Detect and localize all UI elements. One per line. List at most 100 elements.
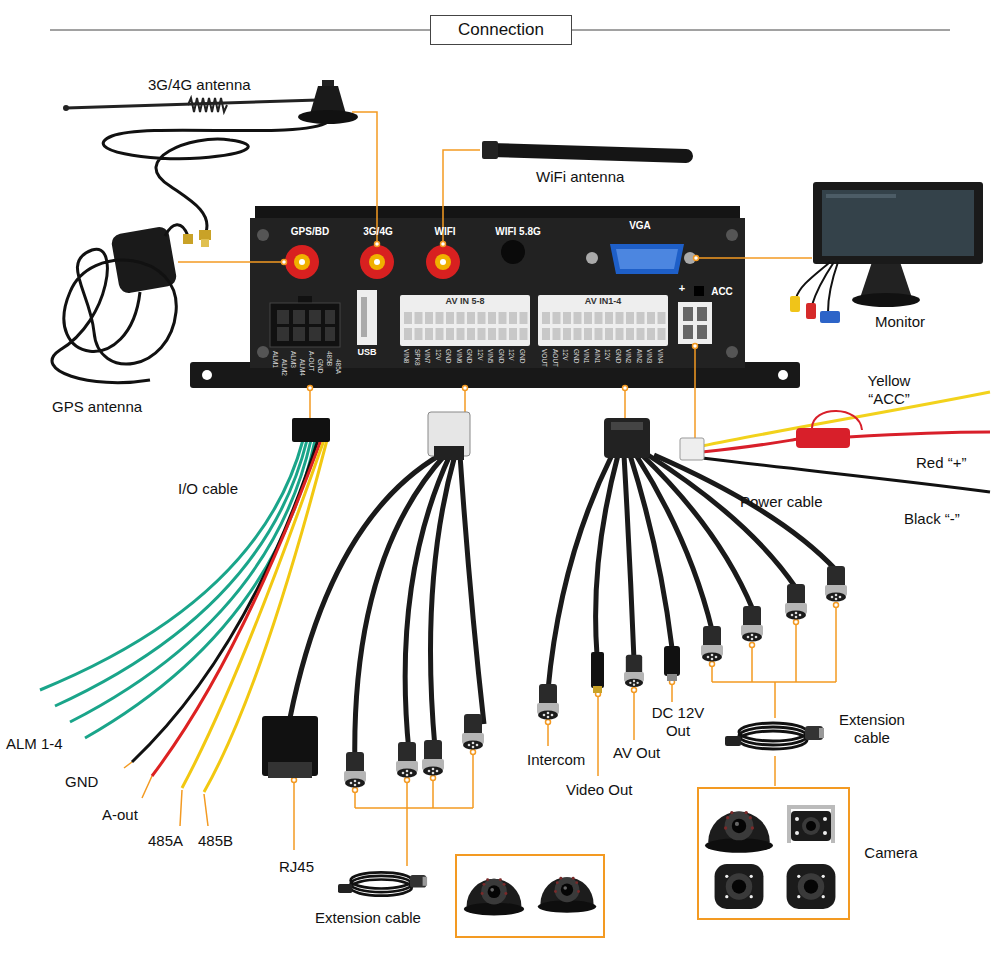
pin-name: ALM3 xyxy=(290,351,297,368)
dvr-body xyxy=(553,312,561,324)
dvr-body xyxy=(404,312,666,340)
gps-antenna xyxy=(52,249,176,383)
connector-plug xyxy=(664,646,680,676)
power-cable xyxy=(796,428,850,448)
leader-line xyxy=(293,780,295,850)
leader-dot xyxy=(750,643,755,648)
dvr-body xyxy=(426,245,460,279)
connector-plug xyxy=(396,742,418,778)
dvr-body xyxy=(658,328,666,340)
pin-name: VIN2 xyxy=(625,349,632,363)
dvr-body xyxy=(678,302,712,344)
dvr-body xyxy=(190,206,800,388)
pin-name: VIN8 xyxy=(403,349,410,363)
pin-name: VIN3 xyxy=(646,349,653,363)
leader-line xyxy=(124,112,836,866)
dvr-body xyxy=(499,312,507,324)
connector-plug xyxy=(825,566,847,602)
av-cable xyxy=(290,412,836,770)
monitor xyxy=(822,190,974,256)
pin-name: SPK8 xyxy=(414,349,421,366)
av-cable xyxy=(460,455,484,724)
camera-group xyxy=(538,877,596,913)
dvr-body xyxy=(542,312,550,324)
dvr-body xyxy=(626,328,634,340)
dvr-body xyxy=(285,245,319,279)
dvr-body xyxy=(626,312,634,324)
node-label: WIFI 5.8G xyxy=(495,226,541,238)
pin-name: ALM4 xyxy=(299,359,306,376)
part-label: Extension cable xyxy=(832,711,912,747)
leader-dot xyxy=(375,242,380,247)
io-cable xyxy=(70,440,311,722)
dvr-body xyxy=(467,312,475,324)
dvr-body xyxy=(374,259,380,265)
gps-antenna xyxy=(183,234,193,244)
dvr-body xyxy=(446,328,454,340)
dvr-body xyxy=(277,310,289,324)
dvr-body xyxy=(257,229,269,241)
part-label: Red “+” xyxy=(916,454,966,472)
node-label: AV IN1-4 xyxy=(585,296,621,307)
diagram-title: Connection xyxy=(430,15,572,45)
monitor xyxy=(790,296,800,312)
monitor xyxy=(828,262,838,312)
dvr-body xyxy=(509,328,517,340)
monitor xyxy=(813,182,983,264)
node-label: Camera xyxy=(864,844,917,861)
extension-cable xyxy=(725,723,824,749)
dvr-body xyxy=(501,240,525,264)
node-label: USB xyxy=(357,347,376,358)
connector-plug xyxy=(593,686,602,693)
connector-plug xyxy=(701,626,723,662)
part-label: 485B xyxy=(198,832,233,850)
dvr-body xyxy=(415,328,423,340)
leader-line xyxy=(694,346,696,438)
title-rule xyxy=(50,30,430,31)
dvr-body xyxy=(293,310,305,324)
pin-name: 12V xyxy=(562,349,569,361)
power-cable xyxy=(848,432,990,437)
av-cable xyxy=(624,455,634,660)
leader-dot xyxy=(632,688,637,693)
leader-line xyxy=(633,690,635,740)
leader-line xyxy=(696,257,812,259)
camera-group xyxy=(456,855,604,937)
pin-name: GND xyxy=(573,349,580,363)
dvr-body xyxy=(542,328,550,340)
dvr-body xyxy=(255,206,740,220)
io-cable xyxy=(55,440,307,706)
dvr-body xyxy=(726,229,738,241)
av-cable xyxy=(636,455,712,630)
dvr-body xyxy=(436,312,444,324)
leader-line xyxy=(624,388,626,420)
connector-plug xyxy=(344,752,366,788)
pin-name: 485B xyxy=(326,351,333,366)
pin-name: VOUT xyxy=(541,349,548,367)
pin-name: GND xyxy=(317,359,324,373)
av-cable xyxy=(604,418,650,458)
pin-name: VIN7 xyxy=(424,349,431,363)
dvr-body xyxy=(415,312,423,324)
pin-name: VIN1 xyxy=(583,349,590,363)
dvr-body xyxy=(553,328,561,340)
pin-name: GND xyxy=(498,349,505,363)
wifi-antenna xyxy=(482,141,498,159)
dvr-body xyxy=(584,328,592,340)
node-label: VGA xyxy=(629,220,651,232)
camera-group xyxy=(787,864,836,909)
pin-name: VIN4 xyxy=(657,349,664,363)
leader-dot xyxy=(405,778,410,783)
dvr-body xyxy=(778,370,788,380)
dvr-body xyxy=(457,312,465,324)
dvr-body xyxy=(605,312,613,324)
dvr-body xyxy=(658,312,666,324)
dvr-body xyxy=(574,328,582,340)
pin-name: AIN1 xyxy=(594,349,601,363)
dvr-body xyxy=(446,312,454,324)
pin-name: 12V xyxy=(508,349,515,361)
dvr-body xyxy=(637,312,645,324)
dvr-body xyxy=(697,307,707,321)
connector-plug xyxy=(268,762,312,778)
dvr-body xyxy=(647,312,655,324)
